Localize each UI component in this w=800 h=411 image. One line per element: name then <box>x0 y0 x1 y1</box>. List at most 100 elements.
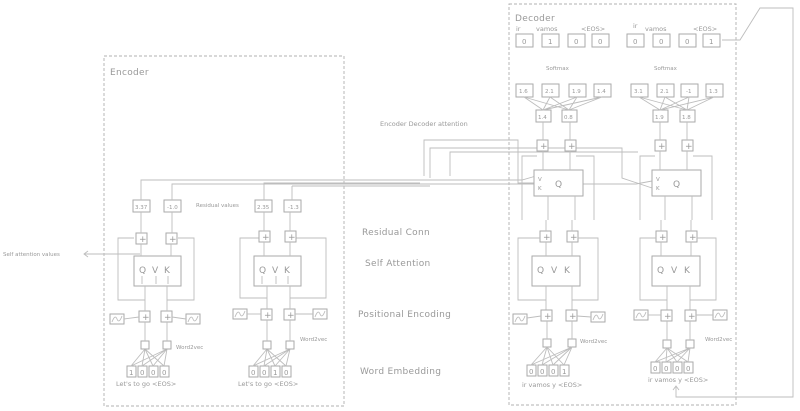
plus-op: + <box>569 312 577 322</box>
plus-op: + <box>689 233 697 243</box>
q-label: Q <box>657 266 664 276</box>
onehot-digit: 0 <box>140 369 144 377</box>
plus-op: + <box>659 233 667 243</box>
plus-op: + <box>688 312 696 322</box>
onehot-digit: 0 <box>284 369 288 377</box>
plus-op: + <box>658 142 666 152</box>
output-digit: 0 <box>574 38 578 46</box>
word2vec-label: Word2vec <box>580 339 607 345</box>
plus-op: + <box>540 142 548 152</box>
output-word: vamos <box>645 25 667 33</box>
label-positional-encoding: Positional Encoding <box>358 310 451 320</box>
pair-value: 1.9 <box>655 115 664 121</box>
onehot-digit: 0 <box>664 365 668 373</box>
plus-op: + <box>164 313 172 323</box>
output-digit: 0 <box>522 38 526 46</box>
k-label: K <box>684 266 691 276</box>
encoder-column-1: 1 0 0 0 Let's to go <EOS> Word2vec + + Q… <box>109 186 203 388</box>
decoder-title: Decoder <box>515 14 555 24</box>
residual-value: -1.3 <box>288 205 299 211</box>
v-label: V <box>671 266 678 276</box>
onehot-digit: 0 <box>151 369 155 377</box>
tokens-label: ir vamos y <EOS> <box>522 381 582 389</box>
q-label: Q <box>537 266 544 276</box>
pair-value: 1.4 <box>538 115 547 121</box>
q-label: Q <box>259 266 266 276</box>
v-label: V <box>272 266 279 276</box>
softmax-label: Softmax <box>654 66 678 72</box>
v-label: V <box>551 266 558 276</box>
plus-op: + <box>685 142 693 152</box>
q-label: Q <box>555 180 562 190</box>
softmax-label: Softmax <box>546 66 570 72</box>
k-label: K <box>164 266 171 276</box>
output-word: ir <box>633 22 638 30</box>
q-label: Q <box>139 266 146 276</box>
k-label: K <box>564 266 571 276</box>
output-word: <EOS> <box>693 25 717 33</box>
plus-op: + <box>142 313 150 323</box>
plus-op: + <box>544 312 552 322</box>
v-label: V <box>538 177 542 183</box>
v-label: V <box>656 177 660 183</box>
onehot-digit: 0 <box>653 365 657 373</box>
output-digit: 1 <box>548 38 552 46</box>
score-value: -1 <box>686 89 691 95</box>
label-enc-dec-attention: Encoder Decoder attention <box>380 120 468 128</box>
onehot-digit: 0 <box>686 365 690 373</box>
onehot-digit: 0 <box>675 365 679 373</box>
plus-op: + <box>288 233 296 243</box>
score-value: 1.9 <box>572 89 581 95</box>
plus-op: + <box>568 142 576 152</box>
label-word-embedding: Word Embedding <box>360 367 441 377</box>
plus-op: + <box>262 233 270 243</box>
plus-op: + <box>139 235 147 245</box>
decoder-column-1: ir vamos y <EOS> 0 1 0 0 Softmax 1.6 2.1… <box>512 25 612 389</box>
residual-value: 2.35 <box>257 205 270 211</box>
output-digit: 0 <box>633 38 637 46</box>
encoder-column-2: 0 0 1 0 Let's to go <EOS> Word2vec + + Q… <box>232 186 328 388</box>
onehot-digit: 1 <box>273 369 277 377</box>
score-value: 3.1 <box>634 89 643 95</box>
output-digit: 1 <box>709 38 713 46</box>
plus-op: + <box>664 312 672 322</box>
word2vec-label: Word2vec <box>705 337 732 343</box>
output-digit: 0 <box>598 38 602 46</box>
output-word: vamos <box>536 25 558 33</box>
plus-op: + <box>543 233 551 243</box>
encoder-frame <box>103 55 345 407</box>
label-self-attention: Self Attention <box>365 259 431 269</box>
plus-op: + <box>287 311 295 321</box>
v-label: V <box>152 266 159 276</box>
label-residual-conn: Residual Conn <box>362 228 430 238</box>
k-label: K <box>538 186 542 192</box>
output-word: <EOS> <box>581 25 605 33</box>
pair-value: 1.8 <box>682 115 691 121</box>
plus-op: + <box>570 233 578 243</box>
tokens-label: ir vamos y <EOS> <box>648 376 708 384</box>
tokens-label: Let's to go <EOS> <box>238 380 298 388</box>
k-label: K <box>284 266 291 276</box>
onehot-digit: 0 <box>529 368 533 376</box>
tokens-label: Let's to go <EOS> <box>116 380 176 388</box>
score-value: 1.3 <box>709 89 718 95</box>
onehot-digit: 0 <box>551 368 555 376</box>
score-value: 2.1 <box>660 89 669 95</box>
output-digit: 0 <box>685 38 689 46</box>
onehot-digit: 0 <box>262 369 266 377</box>
score-value: 2.1 <box>545 89 554 95</box>
score-value: 1.4 <box>597 89 606 95</box>
word2vec-label: Word2vec <box>176 345 203 351</box>
output-word: ir <box>516 25 521 33</box>
plus-op: + <box>169 235 177 245</box>
residual-values-label: Residual values <box>196 203 239 209</box>
onehot-digit: 0 <box>540 368 544 376</box>
decoder-column-2: ir vamos y <EOS> 0 0 0 1 Softmax 3.1 2.1… <box>626 22 732 384</box>
encoder-title: Encoder <box>110 68 149 78</box>
residual-value: -1.0 <box>167 205 178 211</box>
word2vec-label: Word2vec <box>300 337 327 343</box>
q-label: Q <box>673 180 680 190</box>
onehot-digit: 1 <box>129 369 133 377</box>
residual-value: 3.37 <box>135 205 148 211</box>
